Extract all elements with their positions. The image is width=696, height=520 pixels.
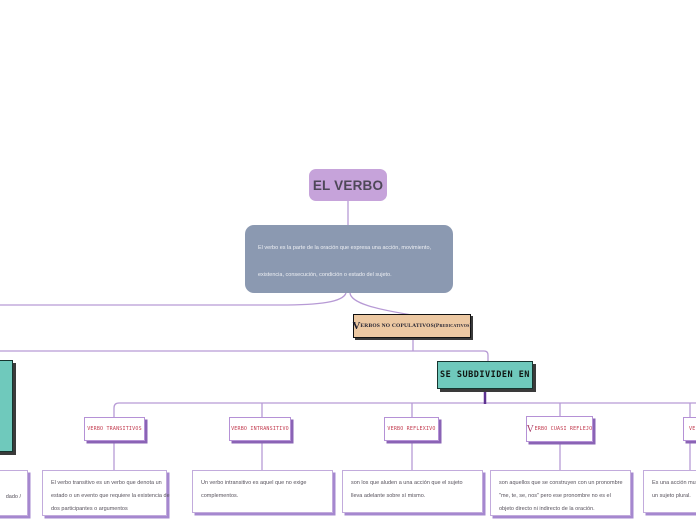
connector-desc-category bbox=[349, 292, 413, 316]
def-intransitivo-line2: complementos. bbox=[201, 493, 239, 499]
definition-right-partial[interactable]: Es una acción mutua un sujeto plural. bbox=[643, 470, 696, 513]
verbo-cuasi-reflejo-initial: V bbox=[526, 423, 535, 435]
definition-reflexivo[interactable]: son los que aluden a una acción que el s… bbox=[342, 470, 483, 513]
node-se-subdividen-en[interactable]: SE SUBDIVIDEN EN bbox=[437, 361, 533, 389]
verbo-transitivo-label: VERBO TRANSITIVOS bbox=[87, 426, 142, 432]
node-verbo-transitivo[interactable]: VERBO TRANSITIVOS bbox=[84, 417, 145, 441]
def-cuasi-reflejo-line3: objeto directo ni indirecto de la oració… bbox=[499, 506, 595, 512]
category-initial: V bbox=[352, 319, 361, 332]
def-right-line1: Es una acción mutua bbox=[652, 480, 696, 486]
def-reflexivo-line2: lleva adelante sobre sí mismo. bbox=[351, 493, 426, 499]
definition-intransitivo[interactable]: Un verbo intransitivo es aquel que no ex… bbox=[192, 470, 333, 513]
node-el-verbo[interactable]: EL VERBO bbox=[309, 169, 387, 201]
subdivide-label: SE SUBDIVIDEN EN bbox=[440, 370, 530, 380]
definition-left-partial[interactable]: dado / bbox=[0, 470, 28, 516]
node-verbo-intransitivo[interactable]: VERBO INTRANSITIVO bbox=[229, 417, 291, 441]
verbo-right-partial-label: VE bbox=[689, 426, 696, 432]
connector-desc-left bbox=[0, 292, 347, 306]
def-transitivo-line2: estado o un evento que requiere la exist… bbox=[51, 493, 170, 499]
verbo-intransitivo-label: VERBO INTRANSITIVO bbox=[231, 426, 289, 432]
definition-line-1: El verbo es la parte de la oración que e… bbox=[258, 245, 432, 251]
connector-row1 bbox=[0, 350, 489, 361]
el-verbo-label: EL VERBO bbox=[312, 177, 384, 193]
node-subdivision-left-partial[interactable] bbox=[0, 360, 13, 452]
def-transitivo-line1: El verbo transitivo es un verbo que deno… bbox=[51, 480, 162, 486]
category-label: ERBOS NO COPULATIVOS(Predicativos) bbox=[360, 323, 472, 329]
def-reflexivo-line1: son los que aluden a una acción que el s… bbox=[351, 480, 463, 486]
node-definition[interactable]: El verbo es la parte de la oración que e… bbox=[245, 225, 453, 293]
verbo-cuasi-reflejo-label: ERBO CUASI REFLEJO bbox=[534, 426, 593, 432]
def-intransitivo-line1: Un verbo intransitivo es aquel que no ex… bbox=[201, 480, 307, 486]
definition-cuasi-reflejo[interactable]: son aquellos que se construyen con un pr… bbox=[490, 470, 631, 516]
definition-left-fragment: dado / bbox=[5, 494, 21, 500]
connector-row2 bbox=[113, 402, 696, 417]
node-verbo-right-partial[interactable]: VE bbox=[683, 417, 696, 441]
definition-transitivo[interactable]: El verbo transitivo es un verbo que deno… bbox=[42, 470, 170, 516]
node-verbo-reflexivo[interactable]: VERBO REFLEXIVO bbox=[384, 417, 439, 441]
def-cuasi-reflejo-line2: "me, te, se, nos" pero ese pronombre no … bbox=[499, 493, 611, 499]
definition-line-2: existencia, consecución, condición o est… bbox=[258, 272, 392, 278]
def-cuasi-reflejo-line1: son aquellos que se construyen con un pr… bbox=[499, 480, 623, 486]
verbo-reflexivo-label: VERBO REFLEXIVO bbox=[387, 426, 436, 432]
def-right-line2: un sujeto plural. bbox=[652, 493, 691, 499]
def-transitivo-line3: dos participantes o argumentos bbox=[51, 506, 128, 512]
